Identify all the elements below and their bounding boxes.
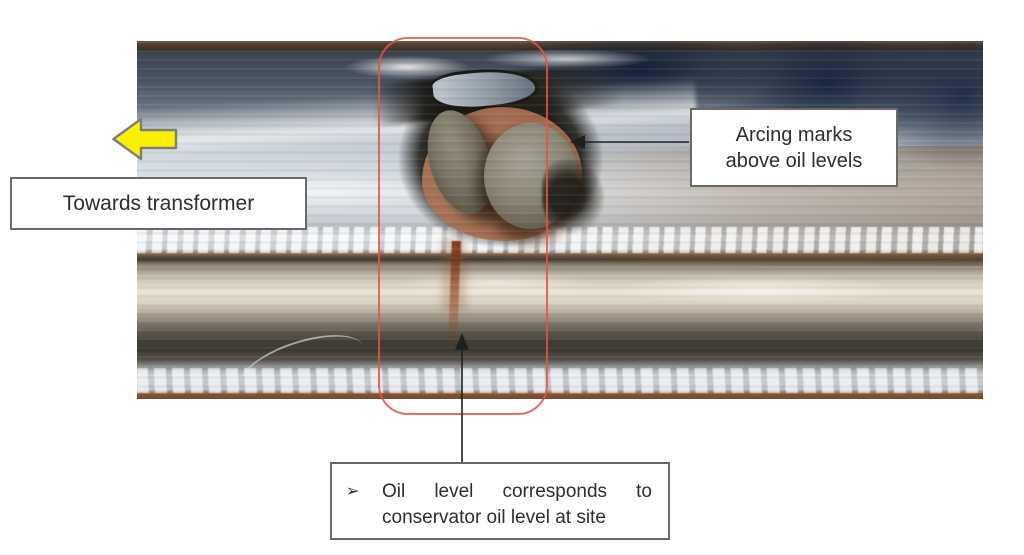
- left-block-arrow-shape: [112, 117, 178, 161]
- oil-level-line1: Oil level corresponds to: [382, 481, 652, 502]
- arcing-marks-label: Arcing marks above oil levels: [690, 108, 898, 187]
- oil-level-line2: conservator oil level at site: [382, 507, 606, 528]
- oil-level-text: Oil level corresponds to conservator oil…: [382, 479, 652, 531]
- list-bullet-icon: ➢: [346, 483, 360, 500]
- arcing-mark-spot: [542, 159, 604, 233]
- oil-level-label: ➢ Oil level corresponds to conservator o…: [330, 462, 670, 540]
- arcing-marks-line2: above oil levels: [725, 149, 863, 172]
- towards-transformer-text: Towards transformer: [62, 191, 255, 215]
- arcing-marks-line1: Arcing marks: [735, 123, 853, 146]
- towards-transformer-label: Towards transformer: [10, 177, 307, 230]
- towards-transformer-arrow-icon: [112, 117, 178, 161]
- damage-highlight-box: [378, 37, 548, 415]
